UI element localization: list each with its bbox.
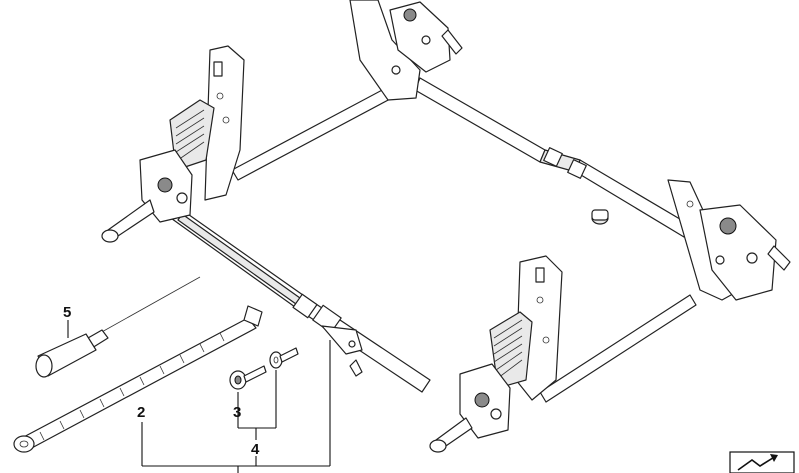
callout-3: 3: [233, 404, 241, 421]
front-right-bracket: [429, 255, 563, 453]
rivet-part-3: [229, 365, 267, 390]
screw-part-3: [269, 347, 299, 369]
callout-2: 2: [137, 404, 145, 421]
callout-4: 4: [251, 441, 260, 458]
leader-lines: [67, 320, 331, 473]
small-nut: [591, 209, 609, 225]
left-seat-bracket: [101, 45, 245, 243]
left-front-rail: [167, 204, 431, 393]
bracket-arrow-icon: [729, 451, 795, 473]
right-seat-bracket: [667, 179, 791, 301]
rear-left-bracket: [349, 0, 463, 101]
callout-5: 5: [63, 304, 71, 321]
center-latch: [321, 325, 363, 377]
rear-cross-tube: [231, 87, 697, 403]
cable-tie-part-2: [13, 305, 263, 453]
tool-part-5: [35, 276, 201, 378]
right-side-rail: [414, 77, 691, 238]
